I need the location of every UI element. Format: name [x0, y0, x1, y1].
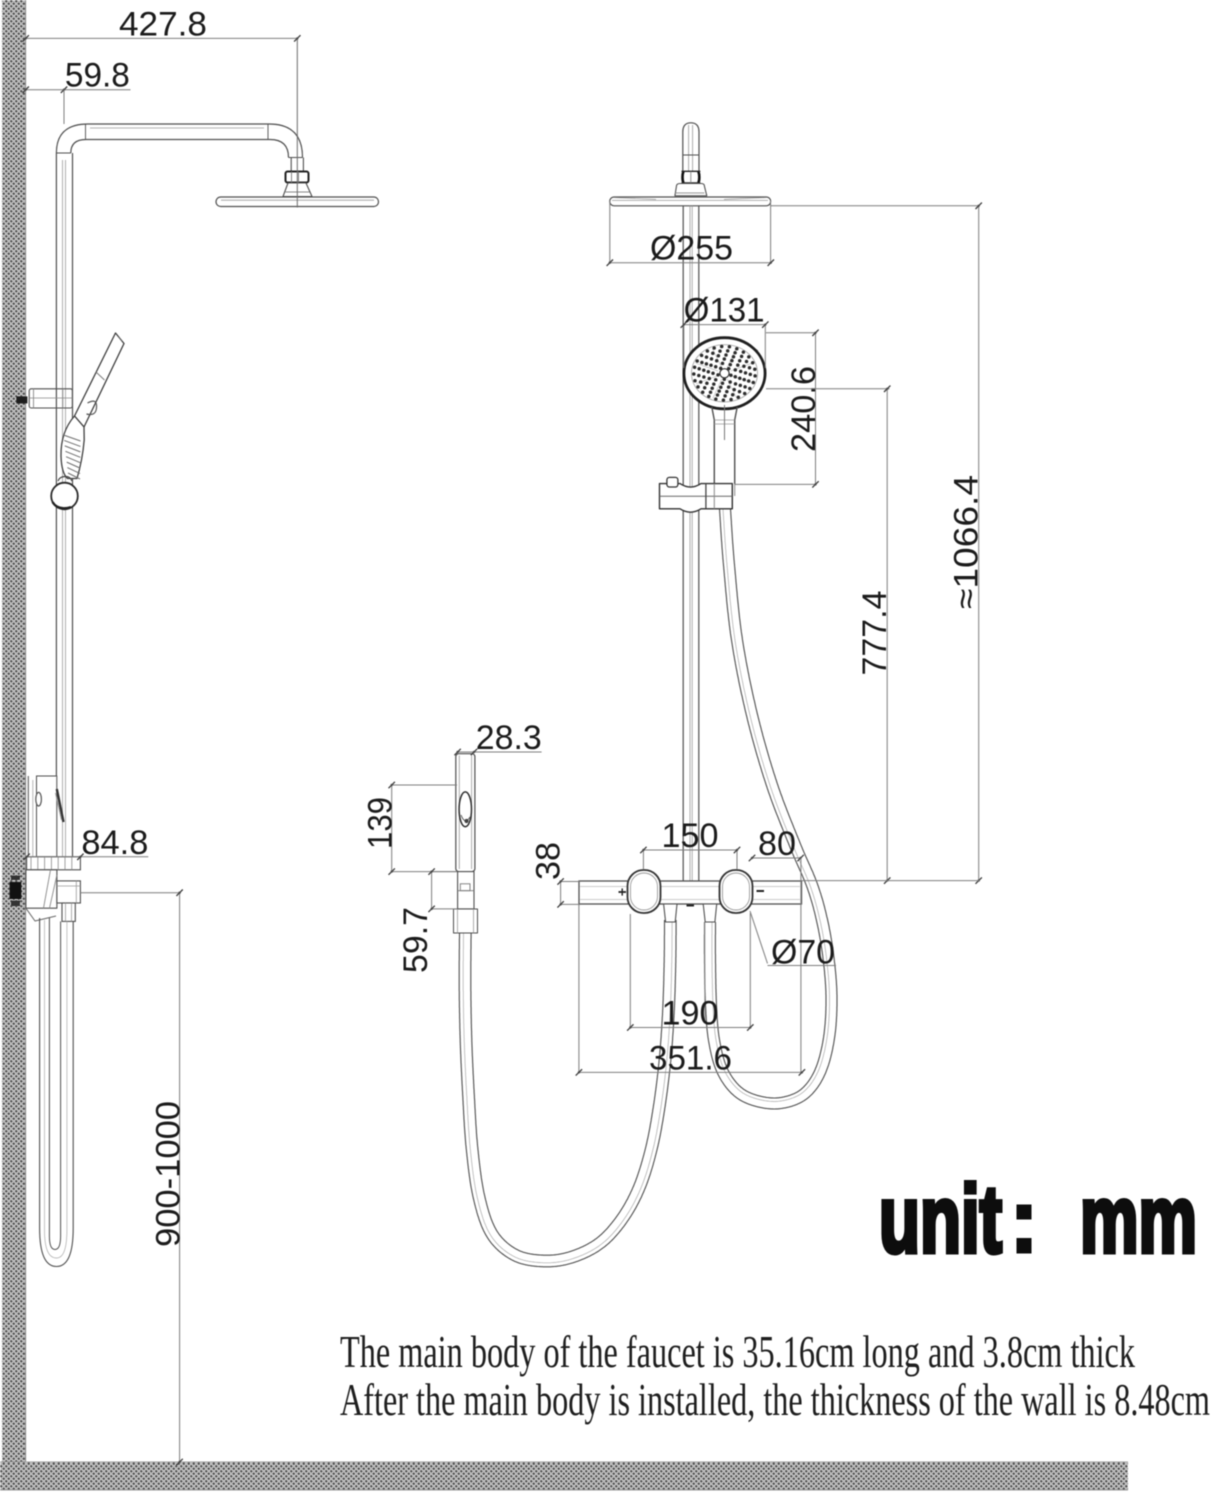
svg-text:84.8: 84.8: [81, 824, 148, 862]
svg-text:unit: unit: [879, 1166, 1002, 1273]
svg-text:190: 190: [662, 995, 719, 1033]
svg-text:777.4: 777.4: [856, 591, 894, 676]
svg-text:Ø131: Ø131: [684, 292, 765, 330]
svg-text:Ø255: Ø255: [650, 230, 733, 268]
svg-text:mm: mm: [1080, 1166, 1197, 1273]
svg-text:900-1000: 900-1000: [150, 1101, 188, 1247]
svg-text:240.6: 240.6: [785, 366, 823, 452]
svg-text:After the main body is install: After the main body is installed, the th…: [340, 1374, 1210, 1425]
svg-text:38: 38: [530, 842, 568, 880]
svg-text:427.8: 427.8: [119, 5, 207, 43]
svg-text:80: 80: [758, 825, 796, 863]
svg-text:59.8: 59.8: [65, 57, 130, 95]
svg-text:Ø70: Ø70: [771, 934, 835, 972]
svg-text:139: 139: [362, 797, 400, 849]
svg-text:59.7: 59.7: [397, 907, 435, 973]
svg-text:The main body of the faucet is: The main body of the faucet is 35.16cm l…: [340, 1326, 1135, 1377]
svg-text:351.6: 351.6: [649, 1039, 732, 1077]
svg-text:≈1066.4: ≈1066.4: [948, 475, 986, 609]
svg-text:150: 150: [662, 817, 719, 855]
svg-text:28.3: 28.3: [476, 719, 542, 757]
